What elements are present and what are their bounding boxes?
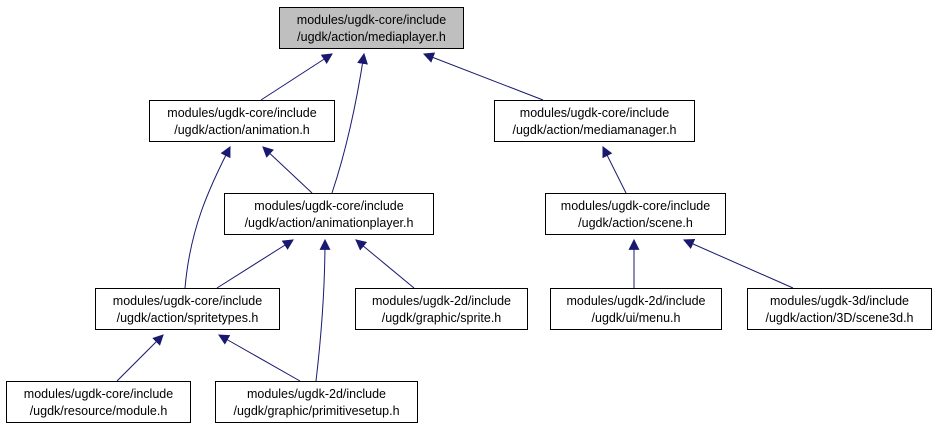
- node-box: [6, 381, 191, 423]
- node-box: [550, 288, 722, 330]
- node-animationplayer[interactable]: modules/ugdk-core/include/ugdk/action/an…: [224, 193, 434, 235]
- node-animation[interactable]: modules/ugdk-core/include/ugdk/action/an…: [149, 100, 335, 142]
- edges: [116, 52, 794, 382]
- edge-module-to-spritetypes: [116, 334, 164, 382]
- node-mediamanager[interactable]: modules/ugdk-core/include/ugdk/action/me…: [494, 100, 695, 142]
- edge-animationplayer-to-animation: [262, 146, 313, 194]
- node-box: [355, 288, 528, 330]
- node-box: [279, 7, 464, 49]
- edge-primitivesetup-to-spritetypes: [218, 334, 301, 382]
- node-label-line2: /ugdk/graphic/sprite.h: [382, 311, 502, 325]
- node-scene[interactable]: modules/ugdk-core/include/ugdk/action/sc…: [545, 193, 726, 235]
- node-menu[interactable]: modules/ugdk-2d/include/ugdk/ui/menu.h: [550, 288, 722, 330]
- edge-scene3d-to-scene: [682, 238, 794, 289]
- node-label-line1: modules/ugdk-2d/include: [372, 294, 511, 308]
- node-label-line1: modules/ugdk-core/include: [520, 106, 669, 120]
- node-sprite[interactable]: modules/ugdk-2d/include/ugdk/graphic/spr…: [355, 288, 528, 330]
- node-label-line2: /ugdk/action/scene.h: [578, 216, 693, 230]
- node-label-line2: /ugdk/action/animation.h: [174, 123, 310, 137]
- node-box: [224, 193, 434, 235]
- edge-spritetypes-to-animationplayer: [216, 239, 294, 289]
- nodes: modules/ugdk-core/include/ugdk/action/me…: [6, 7, 932, 423]
- edge-sprite-to-animationplayer: [355, 239, 415, 289]
- node-primitivesetup[interactable]: modules/ugdk-2d/include/ugdk/graphic/pri…: [215, 381, 418, 423]
- edge-spritetypes-to-animation: [184, 146, 231, 289]
- node-box: [545, 193, 726, 235]
- node-label-line2: /ugdk/action/3D/scene3d.h: [765, 311, 913, 325]
- node-label-line2: /ugdk/action/mediamanager.h: [513, 123, 677, 137]
- edge-scene-to-mediamanager: [602, 146, 627, 194]
- node-module[interactable]: modules/ugdk-core/include/ugdk/resource/…: [6, 381, 191, 423]
- node-box: [149, 100, 335, 142]
- node-label-line2: /ugdk/resource/module.h: [30, 404, 168, 418]
- node-label-line1: modules/ugdk-3d/include: [770, 294, 909, 308]
- node-box: [747, 288, 932, 330]
- edge-animationplayer-to-mediaplayer: [331, 52, 368, 194]
- node-scene3d[interactable]: modules/ugdk-3d/include/ugdk/action/3D/s…: [747, 288, 932, 330]
- node-label-line2: /ugdk/action/spritetypes.h: [117, 311, 259, 325]
- node-label-line1: modules/ugdk-2d/include: [247, 387, 386, 401]
- edge-animation-to-mediaplayer: [260, 53, 333, 101]
- edge-mediamanager-to-mediaplayer: [422, 52, 544, 101]
- node-box: [494, 100, 695, 142]
- edge-primitivesetup-to-animationplayer: [315, 238, 331, 382]
- node-label-line1: modules/ugdk-core/include: [167, 106, 316, 120]
- node-label-line1: modules/ugdk-core/include: [113, 294, 262, 308]
- node-label-line1: modules/ugdk-core/include: [24, 387, 173, 401]
- node-label-line1: modules/ugdk-core/include: [561, 199, 710, 213]
- node-label-line2: /ugdk/action/animationplayer.h: [245, 216, 414, 230]
- node-label-line1: modules/ugdk-core/include: [297, 13, 446, 27]
- node-label-line2: /ugdk/graphic/primitivesetup.h: [233, 404, 399, 418]
- node-box: [215, 381, 418, 423]
- node-label-line1: modules/ugdk-2d/include: [567, 294, 706, 308]
- node-label-line2: /ugdk/ui/menu.h: [592, 311, 681, 325]
- node-label-line1: modules/ugdk-core/include: [254, 199, 403, 213]
- node-spritetypes[interactable]: modules/ugdk-core/include/ugdk/action/sp…: [95, 288, 280, 330]
- node-mediaplayer[interactable]: modules/ugdk-core/include/ugdk/action/me…: [279, 7, 464, 49]
- node-box: [95, 288, 280, 330]
- node-label-line2: /ugdk/action/mediaplayer.h: [297, 30, 446, 44]
